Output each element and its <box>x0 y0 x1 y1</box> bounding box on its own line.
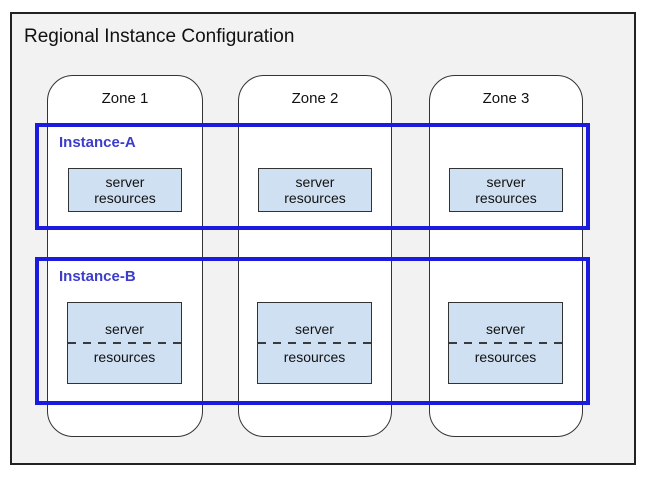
server-resources-box-instance-a-zone-1: server resources <box>68 168 182 212</box>
server-resources-label-line1: server <box>105 174 145 190</box>
server-resources-label-line2: resources <box>283 349 346 365</box>
server-resources-label-line1: server <box>105 321 144 337</box>
zone-3-label: Zone 3 <box>482 90 530 107</box>
server-resources-label-line2: resources <box>94 190 156 206</box>
dashed-split-line <box>449 342 562 344</box>
server-resources-label-line1: server <box>486 174 526 190</box>
server-resources-label-line1: server <box>295 321 334 337</box>
server-resources-label-line2: resources <box>93 349 156 365</box>
server-resources-label-line1: server <box>295 174 335 190</box>
diagram-title: Regional Instance Configuration <box>24 26 295 47</box>
region-box: Regional Instance Configuration Zone 1 Z… <box>10 12 636 465</box>
server-resources-label-line2: resources <box>475 190 537 206</box>
server-resources-label-line2: resources <box>474 349 537 365</box>
server-resources-box-instance-a-zone-2: server resources <box>258 168 372 212</box>
instance-b-boundary: Instance-B <box>35 257 590 405</box>
server-resources-box-instance-b-zone-1: server resources <box>67 302 182 384</box>
server-resources-label-line2: resources <box>284 190 346 206</box>
zone-1-label: Zone 1 <box>101 90 149 107</box>
dashed-split-line <box>68 342 181 344</box>
instance-b-label: Instance-B <box>59 268 136 285</box>
dashed-split-line <box>258 342 371 344</box>
zone-2-label: Zone 2 <box>291 90 339 107</box>
server-resources-box-instance-b-zone-3: server resources <box>448 302 563 384</box>
instance-a-boundary: Instance-A <box>35 123 590 230</box>
server-resources-label-line1: server <box>486 321 525 337</box>
server-resources-box-instance-a-zone-3: server resources <box>449 168 563 212</box>
server-resources-box-instance-b-zone-2: server resources <box>257 302 372 384</box>
instance-a-label: Instance-A <box>59 134 136 151</box>
